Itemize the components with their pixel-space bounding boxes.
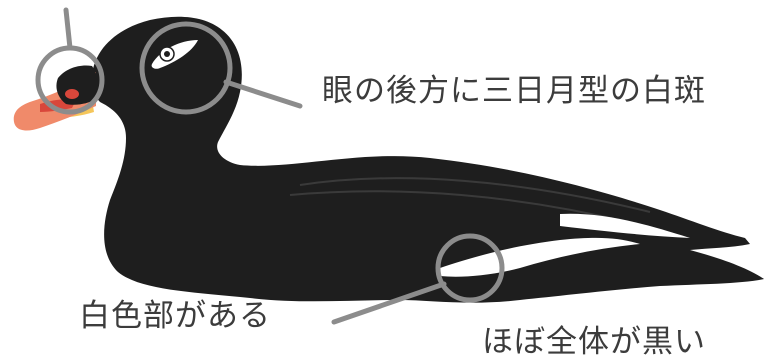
eye-crescent-patch bbox=[151, 40, 198, 69]
bill-black-knob bbox=[56, 65, 99, 105]
callout-circle-flank bbox=[435, 233, 505, 303]
duck-body bbox=[91, 16, 765, 303]
callout-line-flank bbox=[331, 281, 447, 325]
eye-patch-label: 眼の後方に三日月型の白斑 bbox=[322, 73, 706, 109]
callout-line-eye bbox=[223, 79, 303, 109]
bill-red-dot bbox=[65, 89, 79, 99]
callout-circle-bill bbox=[35, 45, 105, 115]
flank-patch-label: 白色部がある bbox=[79, 298, 271, 334]
callout-line-bill bbox=[63, 7, 73, 51]
body-color-label: ほぼ全体が黒い bbox=[482, 324, 706, 360]
wing-line bbox=[289, 190, 641, 226]
eye-pupil bbox=[164, 51, 170, 57]
wing-line bbox=[299, 177, 651, 213]
callout-circle-eye bbox=[139, 21, 233, 115]
tail-white-patch bbox=[560, 213, 690, 238]
flank-white-patch bbox=[440, 237, 640, 277]
